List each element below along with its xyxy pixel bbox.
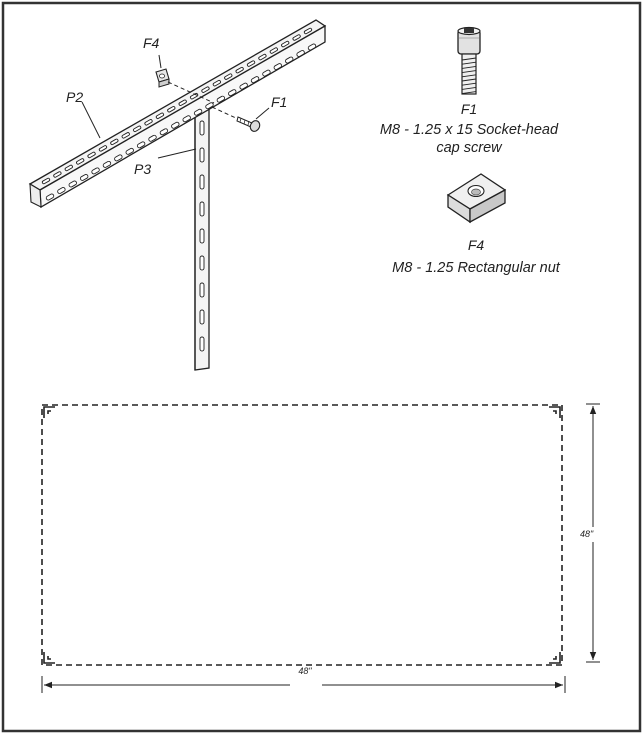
p2-slot-top	[98, 145, 108, 152]
p2-slot-face	[182, 115, 191, 123]
p2-slot-face	[273, 63, 283, 71]
p3-slot	[199, 255, 205, 271]
p3-slot	[199, 174, 205, 190]
screw-thread	[461, 61, 477, 65]
p3-slot	[199, 282, 205, 298]
p2-slot-face	[262, 69, 271, 77]
screw-thread	[461, 78, 477, 82]
footprint-outline	[41, 404, 563, 666]
p2-slot-face	[239, 82, 248, 90]
p2-slot-face	[45, 193, 55, 201]
p2-slot-face	[159, 128, 169, 136]
p2-slot-face	[307, 43, 317, 51]
p2-slot-top	[144, 119, 153, 126]
leader-p3	[157, 148, 197, 159]
p2-slot-top	[212, 79, 221, 87]
p2-slot-top	[155, 112, 165, 119]
p2-slot-face	[205, 102, 214, 110]
leader-f1	[255, 107, 270, 120]
p2-slot-top	[292, 34, 301, 41]
p2-slot-top	[303, 27, 313, 35]
height-dimension	[586, 403, 600, 663]
p2-slot-top	[64, 164, 73, 172]
screw-thread	[461, 86, 477, 90]
p3-slot	[199, 228, 205, 244]
legend-screw-desc-1: M8 - 1.25 x 15 Socket-head	[380, 122, 559, 138]
p2-slot-face	[136, 141, 146, 149]
p2-slot-face	[193, 108, 203, 116]
screw-thread	[461, 74, 477, 78]
p2-slot-face	[216, 95, 226, 103]
p2-slot-face	[91, 167, 100, 175]
p3-slot	[199, 147, 205, 163]
height-label: 48"	[580, 529, 594, 539]
label-f1: F1	[271, 94, 287, 110]
p3-slot	[199, 309, 205, 325]
p2-slot-top	[121, 132, 130, 139]
part-p2-angle	[28, 19, 327, 209]
p3-slot	[199, 201, 205, 217]
screw-f1-small	[211, 106, 261, 132]
nut-f4-small	[155, 68, 170, 88]
width-dimension	[41, 676, 566, 693]
screw-thread	[461, 91, 477, 95]
legend-screw-desc-2: cap screw	[436, 140, 503, 156]
p2-slot-top	[41, 177, 51, 185]
leader-f4	[158, 54, 162, 69]
p2-slot-face	[57, 187, 66, 194]
legend-screw-id: F1	[461, 101, 477, 117]
p3-slot	[199, 336, 205, 352]
label-p2: P2	[66, 89, 83, 105]
p2-slot-top	[258, 53, 267, 61]
nut-assembly-line	[167, 81, 215, 104]
p2-slot-top	[201, 86, 210, 93]
screw-thread	[461, 65, 477, 69]
corner-brackets	[43, 406, 561, 664]
legend-screw-icon	[457, 26, 481, 95]
p2-slot-top	[167, 106, 176, 113]
p2-slot-face	[250, 76, 260, 84]
p2-slot-face	[79, 173, 89, 181]
p2-slot-face	[228, 89, 237, 97]
part-p3-upright	[194, 103, 210, 371]
p2-slot-top	[246, 60, 256, 67]
p2-slot-top	[53, 171, 62, 178]
screw-thread	[461, 82, 477, 86]
p2-slot-face	[296, 50, 305, 57]
p2-slot-top	[224, 73, 233, 80]
p2-slot-top	[281, 40, 290, 48]
p2-slot-top	[269, 47, 278, 54]
p2-slot-face	[114, 154, 123, 162]
p2-slot-top	[178, 99, 187, 106]
p2-slot-top	[87, 151, 96, 159]
screw-thread	[461, 70, 477, 74]
p2-slot-top	[133, 125, 142, 133]
label-f4: F4	[143, 35, 160, 51]
p2-slot-face	[68, 180, 77, 188]
p2-slot-top	[76, 158, 85, 165]
p2-slot-face	[125, 147, 134, 155]
p2-slot-top	[235, 66, 244, 74]
leader-p2	[81, 101, 101, 139]
p2-slot-face	[148, 134, 157, 142]
width-label: 48"	[298, 666, 312, 676]
legend-nut-id: F4	[468, 237, 485, 253]
legend-nut-desc: M8 - 1.25 Rectangular nut	[392, 260, 561, 276]
p2-slot-face	[285, 56, 294, 64]
p3-slot	[199, 120, 205, 136]
p2-slot-face	[102, 160, 112, 168]
screw-thread	[461, 57, 477, 61]
legend-nut-icon	[446, 173, 507, 224]
p2-slot-top	[110, 138, 119, 146]
label-p3: P3	[134, 161, 151, 177]
p2-slot-face	[171, 121, 180, 129]
